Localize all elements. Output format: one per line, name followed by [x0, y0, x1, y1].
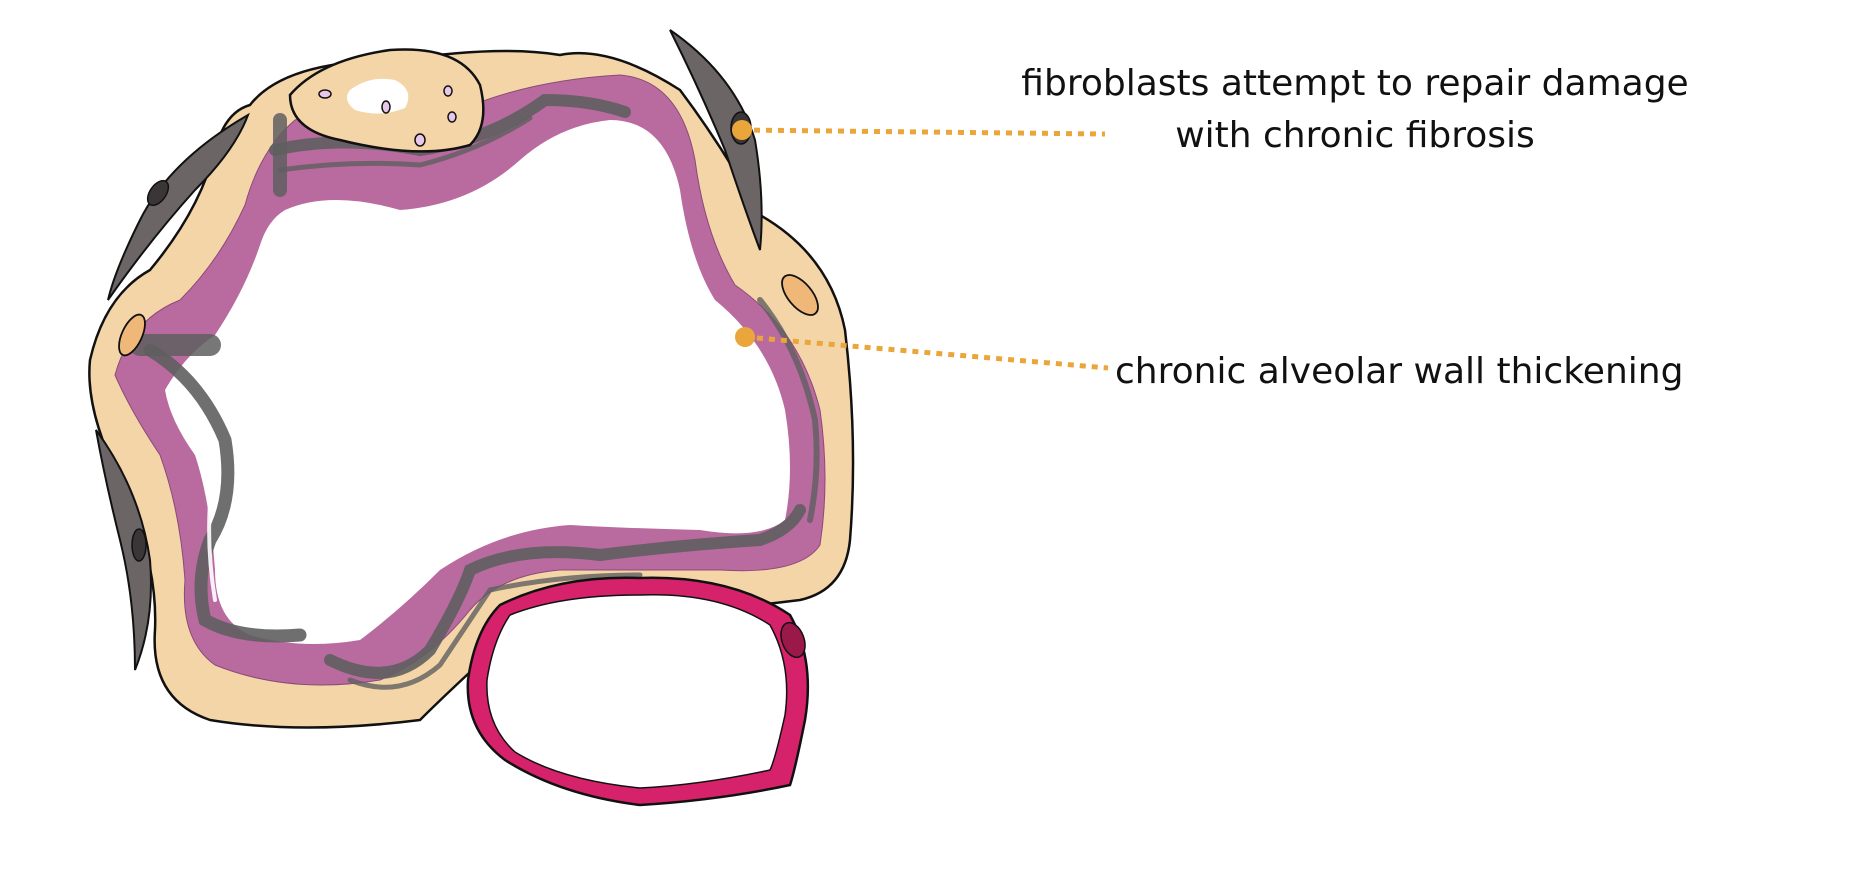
- lamellar-body: [447, 111, 457, 123]
- fibrosis-streak: [143, 343, 307, 643]
- fibrosis-streak: [168, 393, 217, 602]
- endothelial-nucleus: [780, 621, 806, 659]
- leader-lines: [732, 120, 1109, 371]
- interstitial-cell: [781, 274, 819, 316]
- lamellar-body: [381, 100, 391, 114]
- lamellar-body: [443, 85, 453, 97]
- alveolar-lumen: [165, 120, 790, 644]
- fibroblast-cell: [107, 112, 250, 301]
- fibroblast-nucleus: [131, 528, 147, 562]
- capillary-lumen: [486, 594, 788, 789]
- annotation-wall-thickening: chronic alveolar wall thickening: [1115, 351, 1684, 392]
- fibrosis-streak: [324, 504, 806, 679]
- pneumocyte-nucleus: [346, 78, 409, 114]
- interstitial-cell: [118, 313, 146, 357]
- annotation-fibroblasts-line2: with chronic fibrosis: [1175, 115, 1535, 156]
- lamellar-bodies: [318, 85, 457, 147]
- fibrosis-streak: [277, 115, 533, 173]
- fibrosis-streak: [347, 572, 643, 690]
- annotation-fibroblasts: fibroblasts attempt to repair damage wit…: [1010, 58, 1700, 162]
- fibroblast-cell: [95, 429, 152, 671]
- fibrosis-streaks: [129, 93, 820, 690]
- fibroblast-nucleus: [146, 179, 170, 207]
- lamellar-body: [414, 133, 426, 147]
- leader-dot-fibroblasts: [732, 120, 752, 140]
- leader-line-fibroblasts: [741, 127, 1106, 137]
- leader-dot-wall: [735, 327, 755, 347]
- annotation-fibroblasts-line1: fibroblasts attempt to repair damage: [1021, 63, 1689, 104]
- lamellar-body: [318, 89, 332, 99]
- leader-line-wall: [744, 334, 1109, 371]
- fibrosis-streak: [757, 297, 820, 523]
